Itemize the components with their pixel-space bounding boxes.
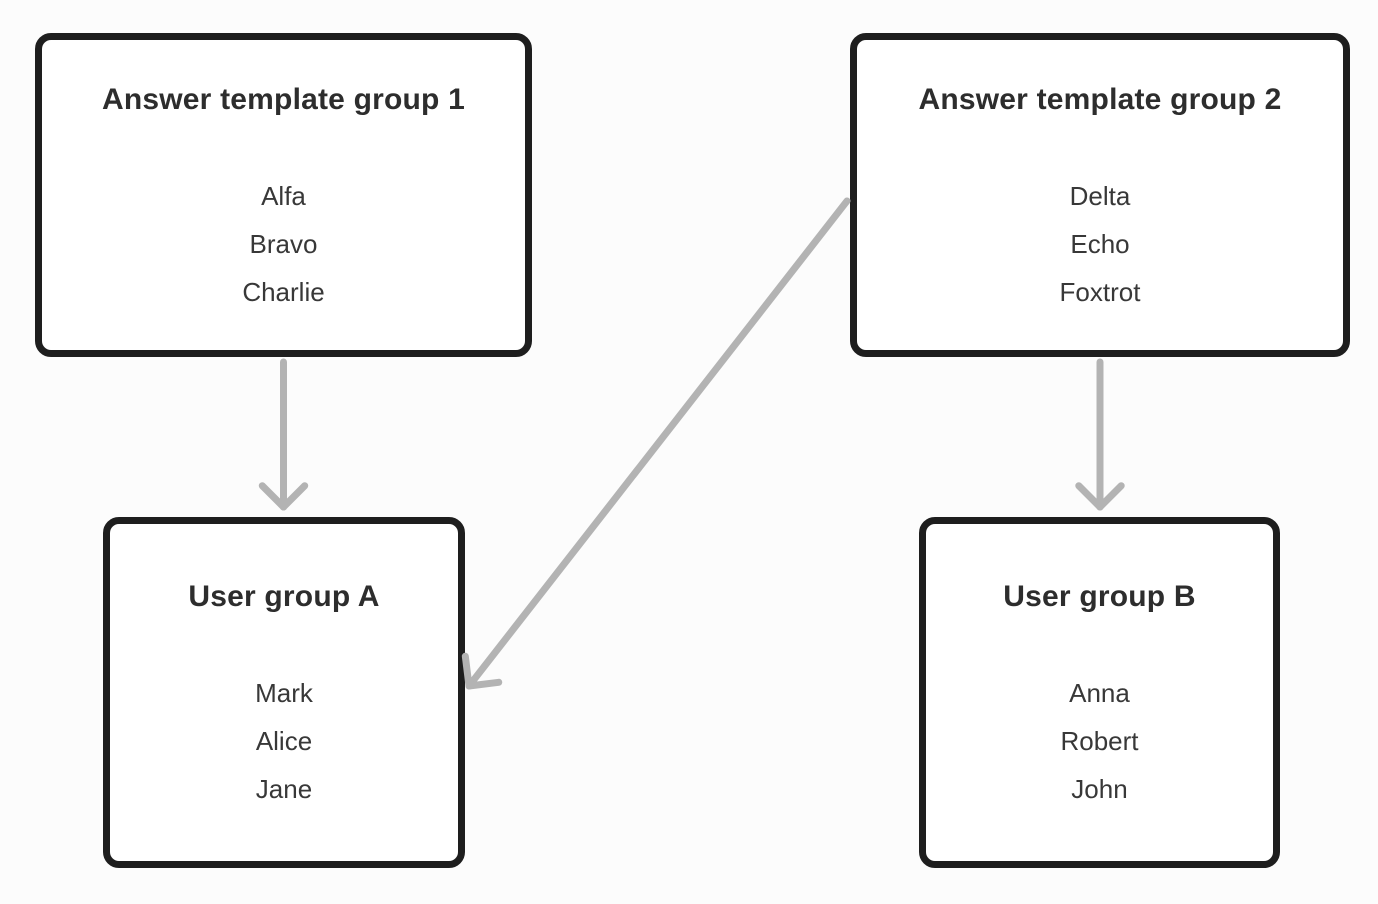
node-user-group-a: User group A Mark Alice Jane: [103, 517, 465, 868]
node-item: Delta: [1069, 181, 1131, 211]
node-user-group-b: User group B Anna Robert John: [919, 517, 1280, 868]
node-item-list: Anna Robert John: [1060, 669, 1138, 813]
node-item-list: Delta Echo Foxtrot: [1060, 172, 1141, 316]
node-title: User group B: [1003, 580, 1196, 613]
node-item: Robert: [1060, 726, 1139, 756]
node-title: User group A: [188, 580, 380, 613]
node-item: Anna: [1069, 678, 1130, 708]
edge-answer-template-group-2-to-user-group-b: [1075, 358, 1125, 511]
node-answer-template-group-1: Answer template group 1 Alfa Bravo Charl…: [35, 33, 532, 357]
edge-answer-template-group-1-to-user-group-a: [258, 358, 309, 511]
node-item: Alice: [255, 726, 313, 756]
node-answer-template-group-2: Answer template group 2 Delta Echo Foxtr…: [850, 33, 1350, 357]
node-item: Mark: [255, 678, 313, 708]
node-item: Alfa: [261, 181, 306, 211]
node-title: Answer template group 1: [101, 83, 465, 116]
node-item: Bravo: [249, 229, 318, 259]
node-item: Echo: [1070, 229, 1130, 259]
node-item: Foxtrot: [1059, 277, 1141, 307]
node-item-list: Mark Alice Jane: [255, 669, 313, 813]
node-title: Answer template group 2: [918, 83, 1282, 116]
node-item-list: Alfa Bravo Charlie: [242, 172, 324, 316]
node-item: Charlie: [242, 277, 325, 307]
node-item: John: [1071, 774, 1128, 804]
node-item: Jane: [255, 774, 313, 804]
